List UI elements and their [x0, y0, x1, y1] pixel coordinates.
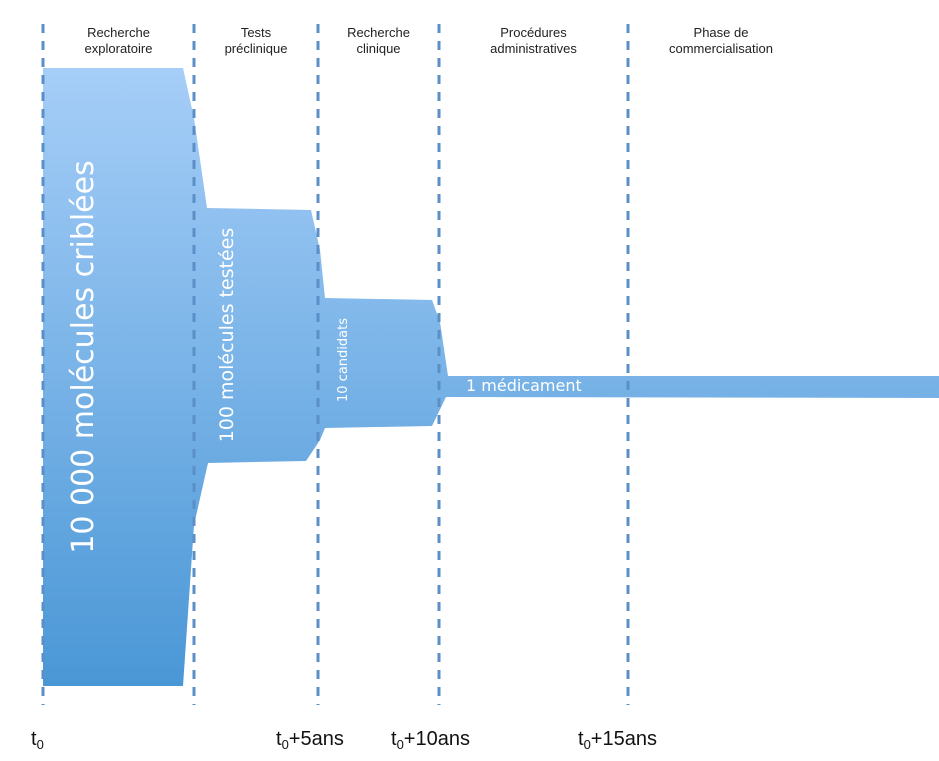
time-label-t0: t0 [31, 728, 44, 752]
stage-label-drug: 1 médicament [466, 376, 582, 395]
time-label-t15: t0+15ans [578, 728, 657, 752]
time-label-t5: t0+5ans [276, 728, 344, 752]
time-label-t10: t0+10ans [391, 728, 470, 752]
stage-label-tested: 100 molécules testées [216, 227, 238, 443]
stage-label-candidates: 10 candidats [336, 318, 351, 402]
funnel-shape [43, 68, 939, 686]
phase-dividers [41, 24, 630, 705]
stage-label-screened: 10 000 molécules criblées [66, 160, 101, 554]
